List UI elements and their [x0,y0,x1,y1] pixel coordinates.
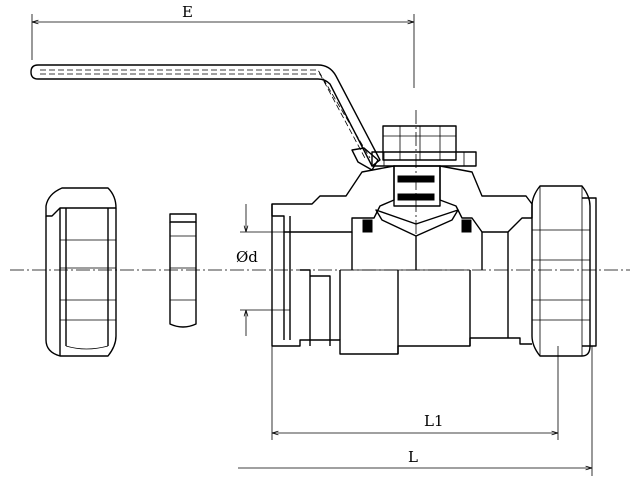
olive-ring [169,213,197,328]
stem-nut [371,125,477,167]
dimension-e: E [31,3,415,88]
dimension-diameter-label: Ød [236,248,258,266]
valve-body-section [271,165,533,237]
dimension-l: L [238,346,593,476]
dimension-l-label: L [408,448,418,466]
valve-body-outline [271,204,532,355]
dimension-diameter: Ød [236,204,290,336]
dimension-l1: L1 [271,346,559,440]
lever-handle [30,64,381,171]
dimension-e-label: E [182,3,193,21]
right-compression-nut [531,185,597,357]
dimension-l1-label: L1 [424,412,444,430]
left-compression-nut [45,187,117,357]
